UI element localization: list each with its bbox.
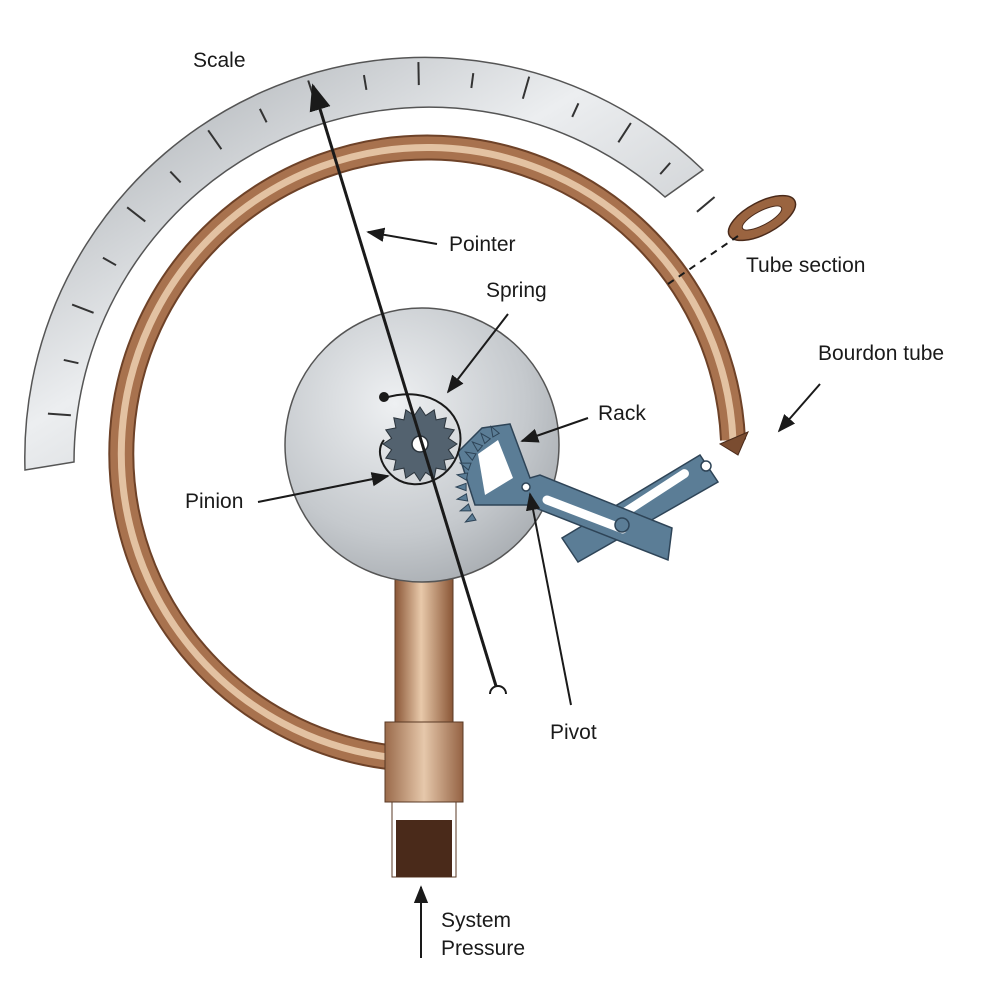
label-rack: Rack bbox=[598, 402, 646, 425]
stem bbox=[395, 575, 453, 735]
label-system-pressure-line2: Pressure bbox=[441, 937, 525, 960]
label-scale: Scale bbox=[193, 49, 246, 72]
label-tube-section: Tube section bbox=[746, 254, 865, 277]
pointer-leader-arrow bbox=[368, 232, 437, 244]
pivot-leader-arrow bbox=[530, 494, 571, 705]
pivot-point bbox=[522, 483, 530, 491]
link-pin bbox=[615, 518, 629, 532]
label-bourdon-tube: Bourdon tube bbox=[818, 342, 944, 365]
tube-section bbox=[722, 187, 802, 250]
scale-tick bbox=[697, 197, 715, 212]
bourdon-leader-arrow bbox=[779, 384, 820, 431]
label-spring: Spring bbox=[486, 279, 547, 302]
pinion-gear bbox=[383, 407, 457, 481]
label-system-pressure-line1: System bbox=[441, 909, 511, 932]
label-pinion: Pinion bbox=[185, 490, 243, 513]
label-pivot: Pivot bbox=[550, 721, 597, 744]
label-pointer: Pointer bbox=[449, 233, 516, 256]
tube-fitting bbox=[385, 722, 463, 802]
